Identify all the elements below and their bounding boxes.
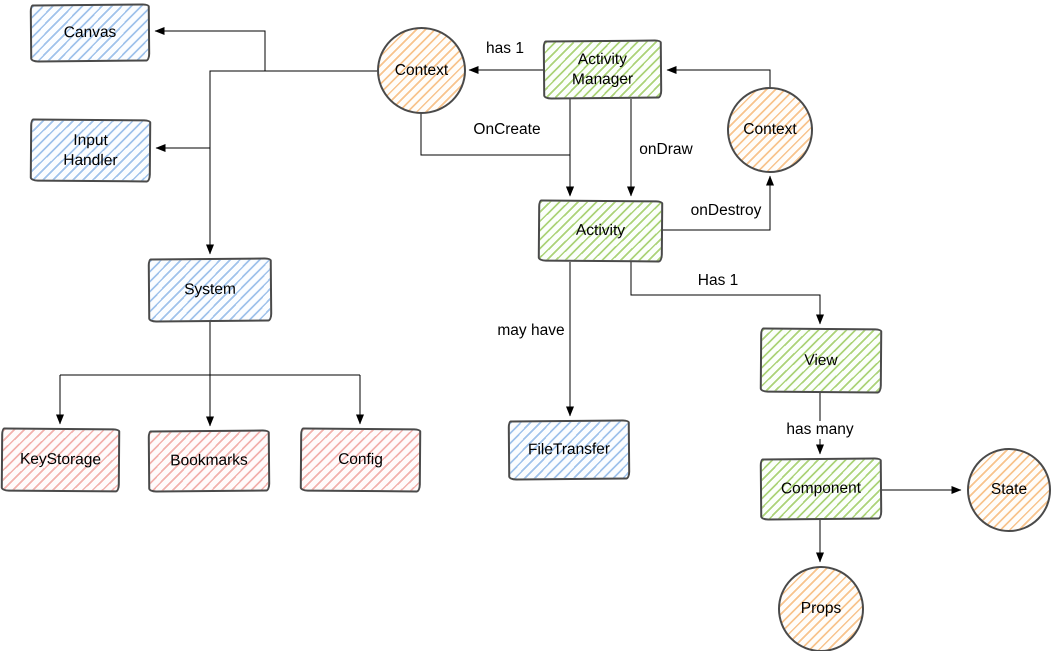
edge-activity-to-view: [630, 262, 824, 325]
node-filetransfer: FileTransfer: [507, 419, 631, 481]
node-input-handler: Input Handler: [29, 118, 152, 183]
node-canvas-label: Canvas: [63, 24, 117, 42]
node-filetransfer-label: FileTransfer: [527, 440, 611, 459]
node-activity-manager: Activity Manager: [542, 39, 663, 100]
node-state: State: [967, 448, 1051, 532]
node-props: Props: [778, 566, 864, 651]
node-context-left: Context: [377, 27, 466, 114]
edge-context-left-to-canvas: [154, 27, 266, 71]
edge-label-has-1: has 1: [483, 40, 527, 58]
edge-label-oncreate: OnCreate: [470, 121, 544, 139]
node-system: System: [147, 257, 273, 323]
node-bookmarks: Bookmarks: [147, 429, 271, 493]
node-component-label: Component: [780, 479, 862, 498]
node-props-label: Props: [800, 600, 842, 618]
node-state-label: State: [990, 481, 1028, 499]
node-keystorage: KeyStorage: [0, 427, 121, 493]
edge-label-may-have: may have: [494, 322, 568, 340]
node-activity-manager-label: Activity Manager: [571, 50, 634, 88]
node-context-left-label: Context: [394, 61, 449, 79]
node-view: View: [759, 327, 883, 394]
edge-context-left-to-system: [206, 70, 377, 255]
edge-activity-to-context-right: [663, 175, 774, 231]
node-canvas: Canvas: [29, 3, 151, 63]
edge-label-ondraw: onDraw: [636, 141, 696, 159]
node-component: Component: [759, 457, 883, 521]
node-config-label: Config: [338, 451, 383, 469]
node-system-label: System: [184, 281, 236, 299]
node-context-right: Context: [727, 87, 813, 173]
node-keystorage-label: KeyStorage: [19, 450, 102, 469]
node-view-label: View: [804, 351, 838, 369]
edge-label-has-many: has many: [783, 421, 857, 439]
node-bookmarks-label: Bookmarks: [170, 451, 248, 470]
node-activity-label: Activity: [575, 222, 626, 240]
node-input-handler-label: Input Handler: [63, 131, 118, 169]
node-context-right-label: Context: [743, 121, 797, 139]
edge-label-has-1-view: Has 1: [694, 272, 742, 290]
node-activity: Activity: [537, 199, 664, 263]
edge-context-right-to-activitymanager: [666, 66, 771, 87]
edge-label-ondestroy: onDestroy: [687, 202, 765, 220]
node-config: Config: [299, 427, 422, 493]
